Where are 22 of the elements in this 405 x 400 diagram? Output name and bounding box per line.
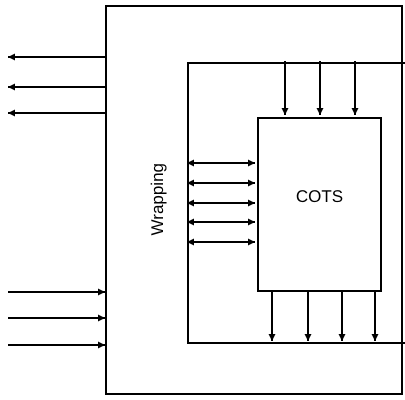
system-frame [105, 5, 403, 395]
arrow [8, 342, 105, 348]
double-arrow [187, 218, 255, 226]
double-arrow [187, 238, 255, 246]
arrow [268, 290, 276, 341]
arrow [8, 110, 105, 116]
arrow [8, 84, 105, 90]
component-label: COTS [296, 186, 344, 206]
arrow [8, 314, 105, 322]
component-box [257, 117, 382, 292]
arrow [338, 290, 346, 341]
arrow [8, 54, 105, 60]
double-arrow [187, 160, 255, 166]
arrow [282, 61, 288, 115]
arrow [8, 288, 105, 296]
wrapper-label: Wrapping [148, 163, 168, 236]
arrow [372, 290, 378, 341]
arrow [352, 61, 358, 115]
double-arrow [187, 180, 255, 186]
arrow [316, 61, 324, 115]
arrow [304, 290, 312, 341]
double-arrow [187, 200, 255, 206]
